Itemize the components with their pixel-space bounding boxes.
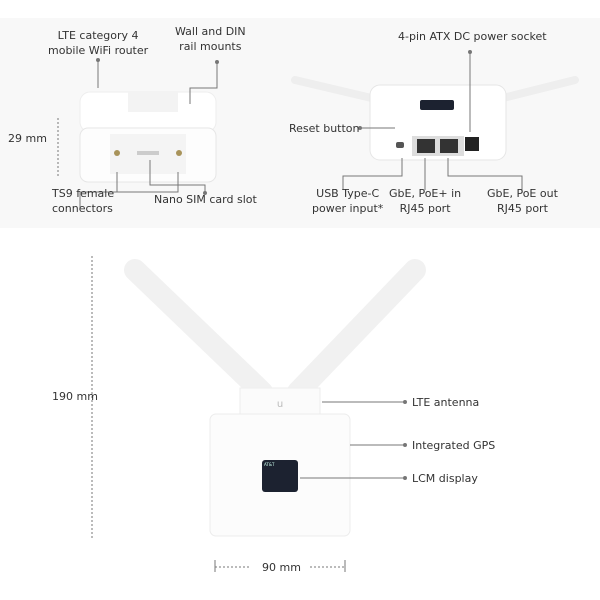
label-lcm: LCM display <box>412 472 478 485</box>
label-antenna: LTE antenna <box>412 396 480 409</box>
svg-text:u: u <box>277 399 283 410</box>
label-height: 190 mm <box>52 390 98 403</box>
small-lcd <box>420 100 454 110</box>
device-rear-view <box>291 76 579 161</box>
device-bottom-view <box>79 91 217 183</box>
label-sim: Nano SIM card slot <box>154 193 257 206</box>
label-reset: Reset button <box>289 122 360 135</box>
label-height-small: 29 mm <box>8 132 47 145</box>
leader-lines <box>57 50 523 572</box>
device-front-view: u <box>124 259 426 537</box>
label-atx: 4-pin ATX DC power socket <box>398 30 547 43</box>
lcm-display-screen: AT&T <box>262 460 298 492</box>
label-width: 90 mm <box>262 561 301 574</box>
label-gps: Integrated GPS <box>412 439 496 452</box>
lcd-carrier: AT&T <box>264 462 275 467</box>
